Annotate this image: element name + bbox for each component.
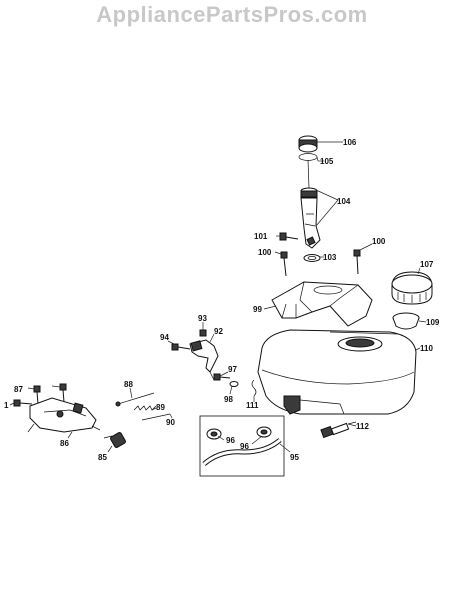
nut-93[interactable] — [199, 329, 207, 337]
washer-98[interactable] — [229, 381, 239, 387]
callout-103: 103 — [323, 253, 337, 262]
callout-92: 92 — [214, 327, 223, 336]
clip-111[interactable] — [251, 379, 257, 397]
callout-107: 107 — [420, 260, 434, 269]
callout-105: 105 — [320, 157, 334, 166]
screw-1[interactable] — [13, 399, 33, 407]
callout-106: 106 — [343, 138, 357, 147]
control-plate-86[interactable] — [27, 397, 101, 433]
screw-87-left[interactable] — [33, 385, 41, 405]
cable-88[interactable] — [115, 392, 155, 407]
tank-cover-99[interactable] — [271, 281, 373, 327]
hose-clamp-96-right[interactable] — [256, 426, 272, 438]
knob-85[interactable] — [103, 432, 126, 448]
callout-111: 111 — [246, 401, 259, 410]
callout-86: 86 — [60, 439, 69, 448]
callout-98: 98 — [224, 395, 233, 404]
fuel-gauge-cap-106[interactable] — [298, 135, 318, 153]
control-bracket-92[interactable] — [189, 339, 219, 381]
hose-clamp-96-left[interactable] — [206, 428, 222, 440]
screw-97[interactable] — [213, 373, 231, 381]
callout-89: 89 — [156, 403, 165, 412]
link-90[interactable] — [141, 413, 171, 421]
callout-101: 101 — [254, 232, 268, 241]
callout-100-left: 100 — [258, 248, 272, 257]
callout-100-right: 100 — [372, 237, 386, 246]
callout-112: 112 — [356, 422, 369, 431]
callout-85: 85 — [98, 453, 107, 462]
fuel-tank-110[interactable] — [257, 329, 417, 415]
callout-labels: 106 105 104 101 100 100 103 107 99 109 9… — [4, 138, 440, 462]
callout-88: 88 — [124, 380, 133, 389]
callout-90: 90 — [166, 418, 175, 427]
screw-87-right[interactable] — [59, 383, 67, 403]
screw-94[interactable] — [171, 343, 191, 351]
watermark: AppliancePartsPros.com — [96, 2, 368, 27]
callout-109: 109 — [426, 318, 440, 327]
leader-lines — [9, 141, 427, 453]
seal-103[interactable] — [303, 254, 321, 262]
callout-94: 94 — [160, 333, 169, 342]
callout-96-right: 96 — [240, 442, 249, 451]
callout-87: 87 — [14, 385, 23, 394]
screw-100-right[interactable] — [353, 249, 361, 275]
screw-100-left[interactable] — [280, 251, 288, 277]
spring-89[interactable] — [133, 405, 157, 411]
fuel-gauge-104[interactable] — [300, 159, 321, 249]
fuel-line-kit-95[interactable] — [199, 415, 285, 477]
callout-93: 93 — [198, 314, 207, 323]
callout-99: 99 — [253, 305, 262, 314]
fuel-strainer-109[interactable] — [392, 312, 420, 330]
gasket-105[interactable] — [298, 153, 318, 161]
screw-101[interactable] — [279, 232, 299, 241]
callout-95: 95 — [290, 453, 299, 462]
callout-97: 97 — [228, 365, 237, 374]
callout-1: 1 — [4, 401, 9, 410]
callout-104: 104 — [337, 197, 351, 206]
callout-110: 110 — [420, 344, 433, 353]
fuel-valve-112[interactable] — [320, 421, 357, 439]
fuel-cap-107[interactable] — [391, 271, 433, 305]
callout-96-left: 96 — [226, 436, 235, 445]
